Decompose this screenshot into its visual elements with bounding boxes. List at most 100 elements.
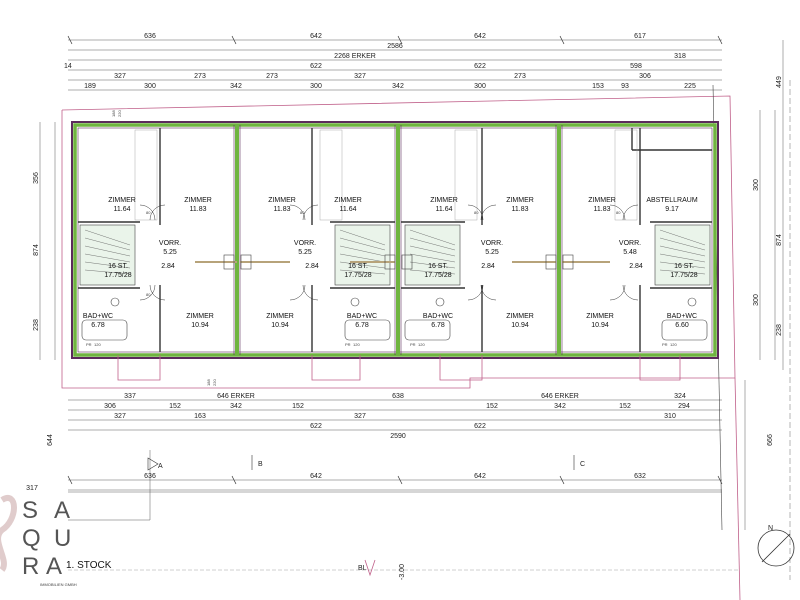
dim-bot-r1-3: 638 [392, 393, 404, 400]
dim-bot-r2-8: 342 [554, 403, 566, 410]
dim-bot-r2-3: 152 [169, 403, 181, 410]
dim-left-1: 356 [33, 172, 40, 184]
dim-bot-r2-7: 152 [486, 403, 498, 410]
room-u3-zimmer-b-name: ZIMMER [506, 197, 534, 204]
dim-top-r5-1: 189 [84, 83, 96, 90]
dim-right-1: 449 [776, 76, 783, 88]
dim-left-3: 238 [33, 319, 40, 331]
room-u2-zimmer-b-area: 11.64 [340, 206, 357, 213]
bath-fixtures [81, 297, 708, 341]
room-u4-bad-name: BAD+WC [667, 313, 697, 320]
dim-top-r4-3: 273 [194, 73, 206, 80]
logo-letter-r: R [22, 553, 41, 580]
room-u4-abstell-name: ABSTELLRAUM [646, 197, 698, 204]
room-u3-zimmer-c-name: ZIMMER [506, 313, 534, 320]
fixture-120-1: 120 [94, 342, 101, 347]
section-marker-a: A [147, 457, 163, 471]
dim-top-r5-5: 342 [392, 83, 404, 90]
dim-top-r5-9: 225 [684, 83, 696, 90]
logo-letter-q: Q [22, 525, 43, 552]
room-u3-zimmer-a-area: 11.64 [436, 206, 453, 213]
room-u3-stair-area: 17.75/28 [424, 272, 451, 279]
logo-letter-s: S [22, 497, 40, 524]
dim-bot-r3-4: 622 [310, 423, 322, 430]
party-walls [235, 125, 561, 355]
floor-label: 1. STOCK [66, 560, 112, 571]
room-u1-zimmer-b-name: ZIMMER [184, 197, 212, 204]
dim-bot-r1-4: 646 ERKER [541, 393, 579, 400]
dim-top-r3-7: 598 [630, 63, 642, 70]
room-u2-zimmer-b-name: ZIMMER [334, 197, 362, 204]
site-lines-lower [68, 450, 740, 571]
fixture-120-4: 120 [670, 342, 677, 347]
dim-bot-r3-10: 622 [474, 423, 486, 430]
room-u3-vorr-name: VORR. [481, 240, 503, 247]
erker-projections [117, 355, 681, 381]
north-arrow-icon: N [757, 525, 795, 567]
room-guides [134, 129, 638, 221]
room-u3-zimmer-b-area: 11.83 [512, 206, 529, 213]
dim-bot-r3-12: 310 [664, 413, 676, 420]
shaft-boxes [223, 254, 574, 270]
dim-bot-r3-3: 163 [194, 413, 206, 420]
room-u1-zimmer-a-area: 11.64 [114, 206, 131, 213]
room-u3-stair-name: 16 ST. [428, 263, 448, 270]
dim-top-r5-6: 300 [474, 83, 486, 90]
dim-left-2: 874 [33, 244, 40, 256]
logo-subtitle: IMMOBILIEN GMBH [40, 582, 77, 587]
room-u4-zimmer-c-area: 10.94 [591, 322, 609, 329]
room-u4-zimmer-a-name: ZIMMER [588, 197, 616, 204]
dim-top-r4-6: 327 [354, 73, 366, 80]
room-u3-zimmer-a-name: ZIMMER [430, 197, 458, 204]
window-sill-2: 220 [212, 379, 217, 386]
fixture-pr-1: PR [86, 342, 92, 347]
dim-right-5: 238 [776, 324, 783, 336]
room-u2-bad-area: 6.78 [355, 322, 369, 329]
window-height-1: 188 [111, 110, 116, 117]
dim-bot-r2-1: 306 [104, 403, 116, 410]
dimension-ticks [67, 35, 723, 485]
room-u1-vorr-area: 5.25 [163, 249, 177, 256]
dim-top-r5-8: 93 [621, 83, 629, 90]
dim-bot-r4-4: 632 [634, 473, 646, 480]
dim-right-6: 666 [767, 434, 774, 446]
door-size-5: 80 [146, 292, 151, 297]
level-note: -3.00 [399, 564, 406, 580]
room-u2-stair-area: 17.75/28 [344, 272, 371, 279]
dim-top-1: 636 [144, 33, 156, 40]
dim-right-2: 300 [753, 179, 760, 191]
room-u2-vorr-name: VORR. [294, 240, 316, 247]
dim-top-4: 617 [634, 33, 646, 40]
room-u2-zimmer-a-name: ZIMMER [268, 197, 296, 204]
fixture-pr-3: PR [410, 342, 416, 347]
dim-top-r3-1: 14 [64, 63, 72, 70]
room-u2-hall-area: 2.84 [305, 263, 319, 270]
window-sill-1: 220 [117, 110, 122, 117]
room-u1-zimmer-c-name: ZIMMER [186, 313, 214, 320]
dim-bot-r4-2: 642 [310, 473, 322, 480]
room-u1-bad-area: 6.78 [91, 322, 105, 329]
dim-bot-r2-4: 342 [230, 403, 242, 410]
room-u3-zimmer-c-area: 10.94 [511, 322, 529, 329]
dim-bot-total: 2590 [390, 433, 406, 440]
room-u4-stair-area: 17.75/28 [670, 272, 697, 279]
door-size-4: 80 [616, 210, 621, 215]
north-label: N [768, 525, 773, 532]
dim-top-2: 642 [310, 33, 322, 40]
dim-top-318: 318 [674, 53, 686, 60]
dim-right-3: 874 [776, 234, 783, 246]
party-wall-outlines [233, 125, 563, 355]
dim-top-r3-3: 622 [310, 63, 322, 70]
room-u4-hall-area: 2.84 [629, 263, 643, 270]
room-u3-bad-area: 6.78 [431, 322, 445, 329]
door-swings [139, 204, 639, 301]
dimension-lines [39, 39, 784, 530]
room-u1-hall-area: 2.84 [161, 263, 175, 270]
room-u1-stair-name: 16 ST. [108, 263, 128, 270]
room-u4-zimmer-a-area: 11.83 [594, 206, 611, 213]
dim-left-5: 317 [26, 485, 38, 492]
room-u3-hall-area: 2.84 [481, 263, 495, 270]
dim-top-r5-2: 300 [144, 83, 156, 90]
room-u3-vorr-area: 5.25 [485, 249, 499, 256]
